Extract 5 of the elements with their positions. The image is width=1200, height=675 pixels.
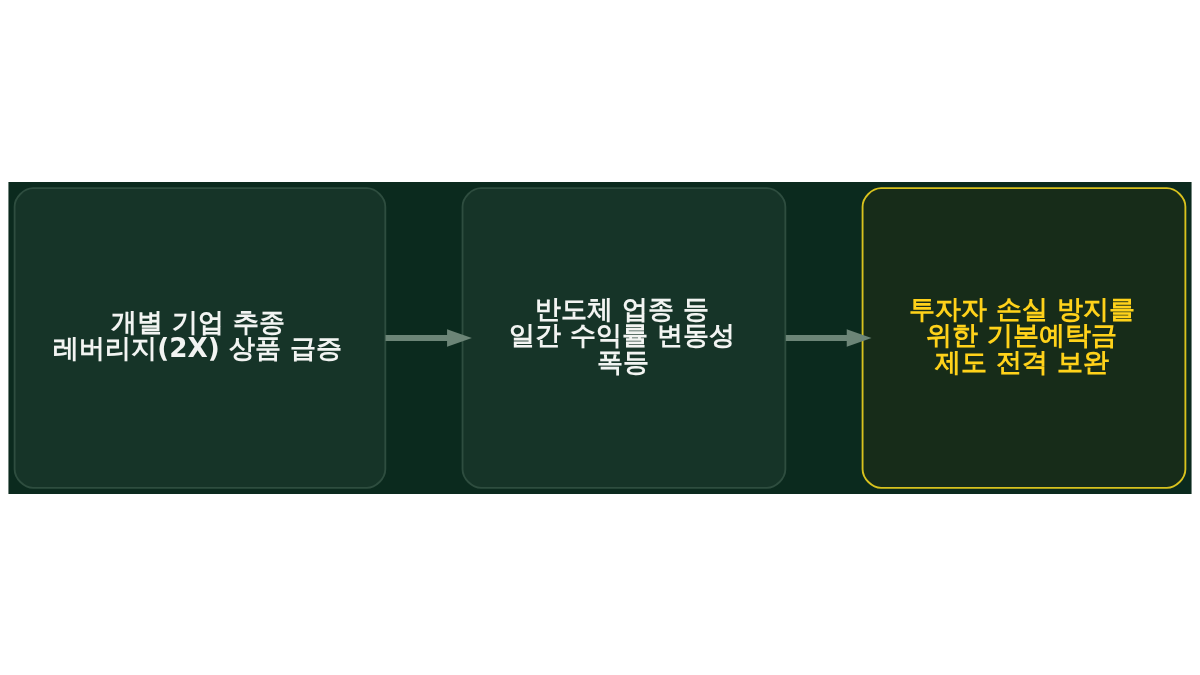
node-box: 개별 기업 추종 레버리지(2X) 상품 급증 xyxy=(13,186,387,489)
arrow xyxy=(385,328,472,347)
arrow xyxy=(785,328,872,347)
node-box: 투자자 손실 방지를 위한 기본예탁금 제도 전격 보완 xyxy=(861,186,1187,489)
node-box: 반도체 업종 등 일간 수익률 변동성 폭등 xyxy=(461,186,787,489)
